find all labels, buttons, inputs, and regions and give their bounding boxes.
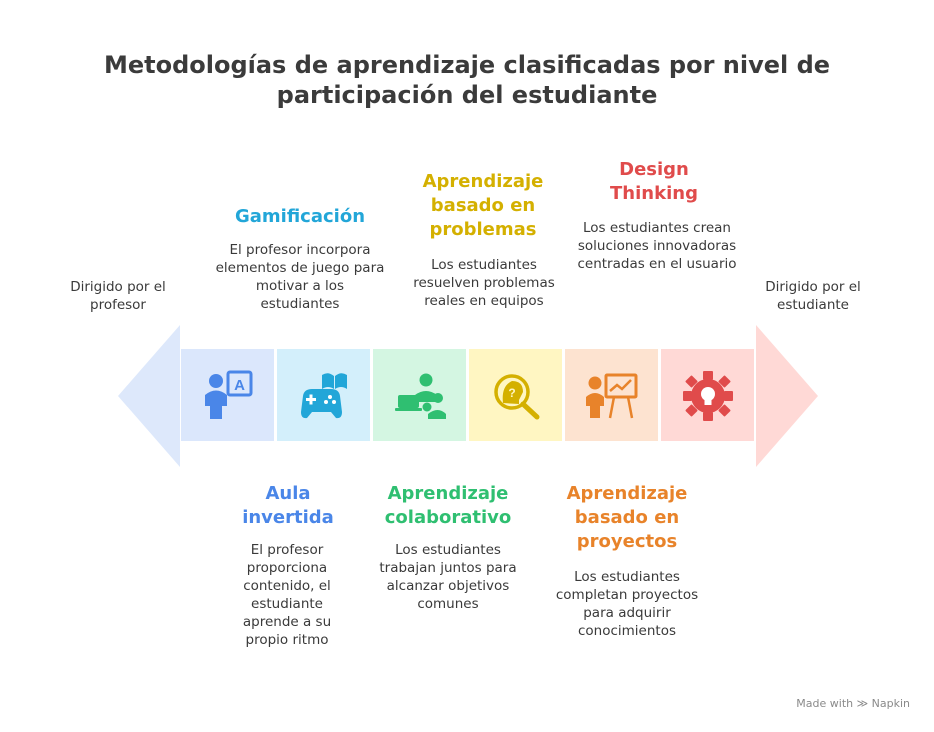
heading-proyectos: Aprendizaje basado en proyectos xyxy=(566,483,688,552)
gamepad-book-icon xyxy=(301,373,347,419)
desc-gamificacion: El profesor incorpora elementos de juego… xyxy=(215,242,385,312)
heading-problemas: Aprendizaje basado en problemas xyxy=(422,171,544,240)
problem-search-icon: ? xyxy=(494,374,540,420)
segment-proyectos xyxy=(565,349,658,441)
desc-problemas: Los estudiantes resuelven problemas real… xyxy=(413,257,555,309)
page-title: Metodologías de aprendizaje clasificadas… xyxy=(103,51,831,109)
made-with-text: Made with xyxy=(796,697,854,710)
brand-name: Napkin xyxy=(871,697,910,710)
desc-colaborativo: Los estudiantes trabajan juntos para alc… xyxy=(379,542,517,612)
left-end-label: Dirigido por el profesor xyxy=(70,279,166,313)
svg-text:A: A xyxy=(234,377,245,394)
heading-aula-invertida: Aula invertida xyxy=(242,483,334,528)
napkin-logo-icon: ≫ xyxy=(856,697,869,710)
heading-design-thinking: Design Thinking xyxy=(610,159,698,204)
gear-lightbulb-icon xyxy=(683,371,733,421)
right-arrow-head xyxy=(756,325,818,467)
desc-proyectos: Los estudiantes completan proyectos para… xyxy=(555,569,699,639)
footer-credit: Made with ≫ Napkin xyxy=(796,697,910,710)
svg-text:?: ? xyxy=(508,386,515,400)
heading-colaborativo: Aprendizaje colaborativo xyxy=(384,483,512,528)
presentation-icon xyxy=(586,373,638,419)
right-end-label: Dirigido por el estudiante xyxy=(765,279,861,313)
collaboration-icon xyxy=(395,373,446,419)
heading-gamificacion: Gamificación xyxy=(234,206,366,227)
desc-design-thinking: Los estudiantes crean soluciones innovad… xyxy=(577,220,737,272)
teacher-board-icon: A xyxy=(205,370,253,419)
desc-aula-invertida: El profesor proporciona contenido, el es… xyxy=(242,542,332,648)
left-arrow-head xyxy=(118,325,180,467)
